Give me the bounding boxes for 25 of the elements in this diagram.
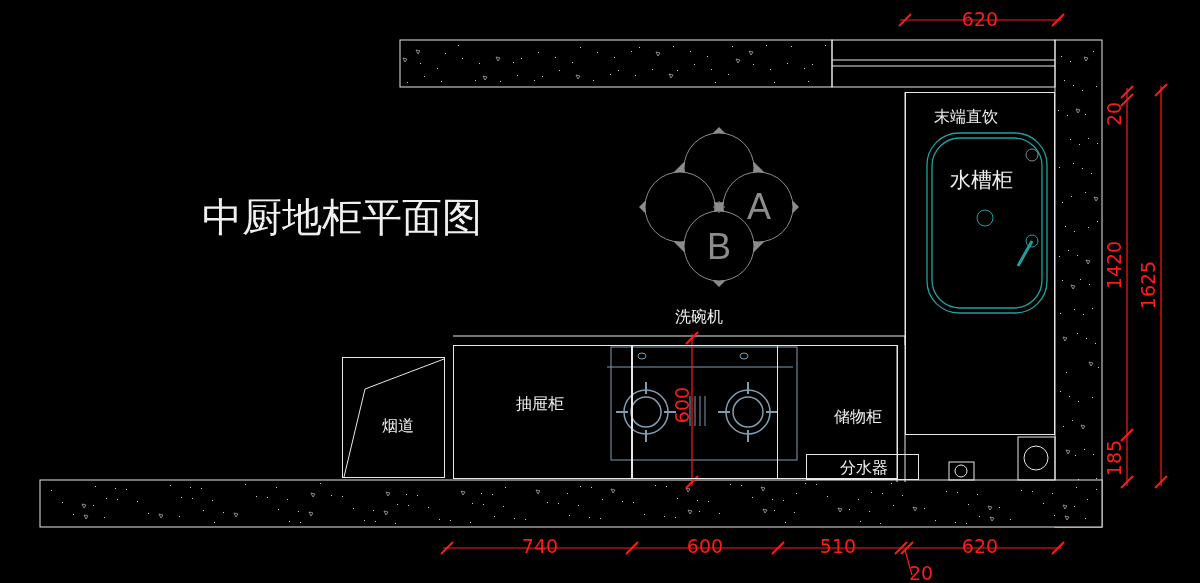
dimension-label: 20 xyxy=(908,563,934,583)
fixture-label: 分水器 xyxy=(840,457,888,479)
drawing-title: 中厨地柜平面图 xyxy=(202,193,482,242)
dimension-label: 1625 xyxy=(1138,260,1158,310)
cabinet-label: 储物柜 xyxy=(834,406,882,428)
dimension-label: 620 xyxy=(961,536,999,556)
dimension-label: 185 xyxy=(1104,439,1124,477)
dimension-label: 1420 xyxy=(1104,240,1124,290)
fixture-label: 末端直饮 xyxy=(934,106,998,128)
seat-letter: B xyxy=(707,229,731,265)
dimension-label: 740 xyxy=(521,536,559,556)
appliance-label: 洗碗机 xyxy=(675,306,723,328)
seat-letter: A xyxy=(747,189,771,225)
dimension-label: 20 xyxy=(1104,101,1124,127)
cabinet-label: 烟道 xyxy=(382,415,414,437)
cabinet-label: 抽屉柜 xyxy=(516,393,564,415)
dimension-label: 510 xyxy=(819,536,857,556)
sink-cabinet xyxy=(905,92,1055,435)
flue-shaft xyxy=(342,357,445,478)
cabinet-label: 水槽柜 xyxy=(949,167,1013,194)
drawer-cabinet xyxy=(453,345,632,479)
dimension-label: 600 xyxy=(686,536,724,556)
water-distributor xyxy=(806,454,919,480)
dimension-label: 600 xyxy=(672,386,692,424)
dimension-label: 620 xyxy=(961,9,999,29)
